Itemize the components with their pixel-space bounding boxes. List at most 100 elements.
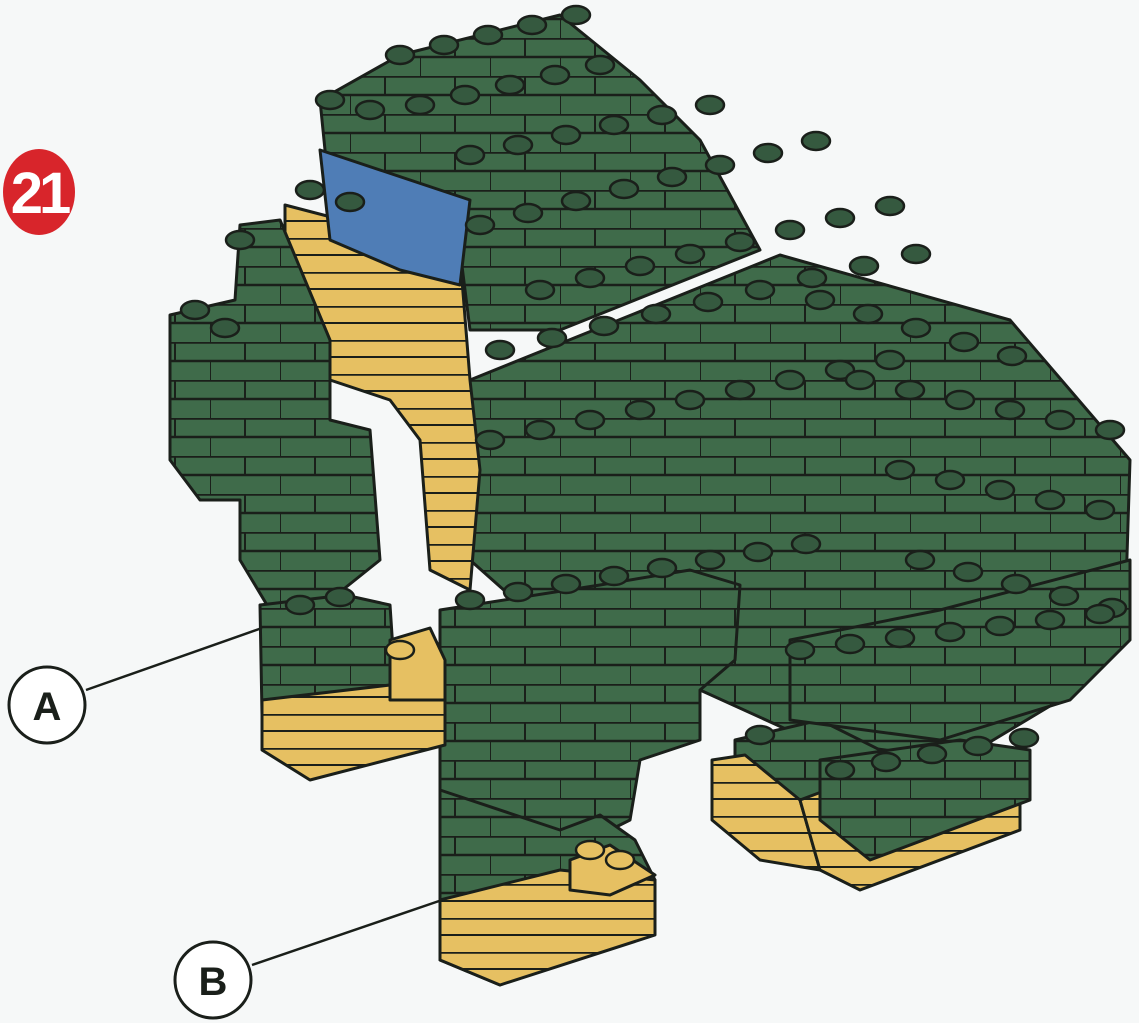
stud [786, 641, 814, 659]
stud [504, 136, 532, 154]
stud [1086, 501, 1114, 519]
stud [1036, 611, 1064, 629]
stud [906, 551, 934, 569]
stud [876, 351, 904, 369]
stud [296, 181, 324, 199]
callout-b-letter: B [199, 960, 228, 1004]
stud [776, 371, 804, 389]
stud [526, 421, 554, 439]
callout-a-leader [86, 628, 262, 690]
stud [504, 583, 532, 601]
stud [1036, 491, 1064, 509]
stud [694, 293, 722, 311]
stud [1096, 421, 1124, 439]
stud [1046, 411, 1074, 429]
stud [986, 481, 1014, 499]
stud [430, 36, 458, 54]
stud [466, 216, 494, 234]
stud [896, 381, 924, 399]
model-body [170, 15, 1130, 985]
callout-a: A [9, 628, 262, 743]
stud [496, 76, 524, 94]
stud [964, 737, 992, 755]
callout-b: B [175, 900, 442, 1018]
stud [946, 391, 974, 409]
stud [744, 543, 772, 561]
stud [526, 281, 554, 299]
stud [406, 96, 434, 114]
stud [386, 641, 414, 659]
stud [386, 46, 414, 64]
stud [562, 192, 590, 210]
stud [451, 86, 479, 104]
stud [902, 319, 930, 337]
stud [902, 245, 930, 263]
stud [886, 629, 914, 647]
stud [706, 156, 734, 174]
stud [476, 431, 504, 449]
stud [854, 305, 882, 323]
stud [746, 281, 774, 299]
stud [541, 66, 569, 84]
stud [792, 535, 820, 553]
stud [676, 245, 704, 263]
stud [648, 559, 676, 577]
stud [600, 116, 628, 134]
stud [211, 319, 239, 337]
stud [356, 101, 384, 119]
stud [514, 204, 542, 222]
stud [726, 381, 754, 399]
stud [610, 180, 638, 198]
stud [726, 233, 754, 251]
stud [486, 341, 514, 359]
stud [986, 617, 1014, 635]
stud [836, 635, 864, 653]
stud [552, 126, 580, 144]
stud [936, 471, 964, 489]
stud [600, 567, 628, 585]
stud [626, 257, 654, 275]
stud [676, 391, 704, 409]
stud [226, 231, 254, 249]
stud [806, 291, 834, 309]
step-number: 21 [11, 161, 70, 226]
stud [886, 461, 914, 479]
stud [776, 221, 804, 239]
stud [798, 269, 826, 287]
stud [326, 588, 354, 606]
stud [456, 146, 484, 164]
stud [696, 96, 724, 114]
stud [562, 6, 590, 24]
stud [474, 26, 502, 44]
stud [754, 144, 782, 162]
stud [181, 301, 209, 319]
stud [846, 371, 874, 389]
stud [586, 56, 614, 74]
stud [576, 269, 604, 287]
stud [918, 745, 946, 763]
stud [316, 91, 344, 109]
stud [936, 623, 964, 641]
stud [286, 596, 314, 614]
stud [336, 193, 364, 211]
stud [696, 551, 724, 569]
stud [1050, 587, 1078, 605]
stud [950, 333, 978, 351]
stud [590, 317, 618, 335]
stud [826, 761, 854, 779]
callout-b-leader [252, 900, 442, 965]
stud [1086, 605, 1114, 623]
stud [606, 851, 634, 869]
stud [456, 591, 484, 609]
stud [626, 401, 654, 419]
stud [518, 16, 546, 34]
stud [552, 575, 580, 593]
stud [642, 305, 670, 323]
stud [746, 726, 774, 744]
stud [996, 401, 1024, 419]
stud [802, 132, 830, 150]
step-number-badge: 21 [3, 149, 75, 235]
stud [954, 563, 982, 581]
stud [576, 411, 604, 429]
